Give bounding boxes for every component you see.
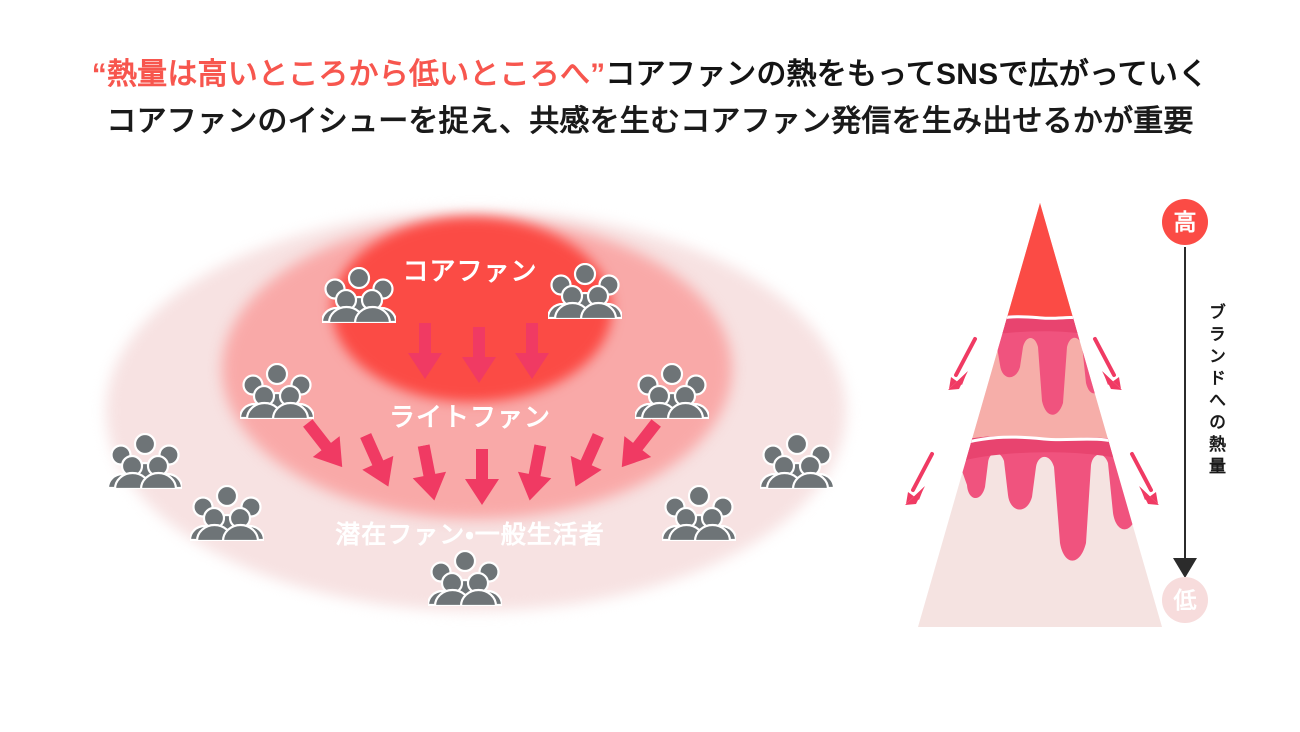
axis-label-brand-heat: ブランドへの熱量	[1206, 303, 1225, 479]
cone-drip-upper	[972, 315, 1104, 415]
label-potential-fans: 潜在ファン・一般生活者	[335, 521, 605, 549]
axis-badge-low: 低	[1162, 577, 1208, 623]
headline-line-1: “熱量は高いところから低いところへ”コアファンの熱をもってSNSで広がっていく	[0, 54, 1300, 97]
arrow-core-to-light-1	[408, 323, 442, 379]
axis-line	[1184, 247, 1186, 565]
cone-drip-lower-shade	[952, 435, 1131, 463]
people-group-potential-far-right	[760, 433, 834, 489]
people-group-core-left	[322, 267, 396, 323]
headline-quote-close: ”	[590, 58, 606, 91]
arrow-core-to-light-3	[515, 323, 549, 379]
people-group-potential-left	[190, 485, 264, 541]
people-group-potential-bottom	[428, 550, 502, 606]
arrow-light-to-potential-5	[513, 442, 557, 503]
headline-line-2: コアファンのイシューを捉え、共感を生むコアファン発信を生み出せるかが重要	[106, 104, 1194, 138]
people-group-potential-far-left	[108, 433, 182, 489]
cone-arrow-lower-right	[1122, 450, 1162, 512]
cone-separator-lower	[945, 435, 1137, 451]
arrow-light-to-potential-1	[294, 412, 355, 477]
cone-arrow-upper-left	[945, 335, 985, 397]
arrow-core-to-light-2	[462, 327, 496, 383]
fan-layers-diagram: コアファン ライトファン 潜在ファン・一般生活者	[70, 195, 870, 640]
cone-svg	[918, 203, 1162, 627]
headline-line-1-tail: コアファンの熱をもってSNSで広がっていく	[605, 58, 1209, 91]
axis-badge-high: 高	[1162, 199, 1208, 245]
arrow-light-to-potential-6	[560, 429, 614, 494]
heat-axis: 高 ブランドへの熱量 低	[1140, 195, 1230, 635]
cone-arrow-upper-right	[1085, 335, 1125, 397]
axis-arrowhead-icon	[1173, 558, 1197, 578]
people-group-core-right	[548, 263, 622, 319]
people-group-light-right	[635, 363, 709, 419]
arrow-light-to-potential-2	[350, 429, 404, 494]
cone-drip-lower	[952, 435, 1136, 561]
headline: “熱量は高いところから低いところへ”コアファンの熱をもってSNSで広がっていく …	[0, 54, 1300, 143]
arrow-light-to-potential-4	[465, 449, 499, 505]
arrow-light-to-potential-7	[608, 412, 669, 477]
people-group-potential-right	[662, 485, 736, 541]
heat-cone-diagram	[890, 195, 1190, 635]
cone-arrow-lower-left	[902, 450, 942, 512]
headline-quote-text: 熱量は高いところから低いところへ	[106, 58, 591, 91]
people-group-light-left	[240, 363, 314, 419]
label-core-fans: コアファン	[402, 256, 538, 286]
headline-quote-open: “	[91, 58, 107, 91]
arrow-light-to-potential-3	[407, 442, 451, 503]
label-light-fans: ライトファン	[388, 402, 551, 432]
